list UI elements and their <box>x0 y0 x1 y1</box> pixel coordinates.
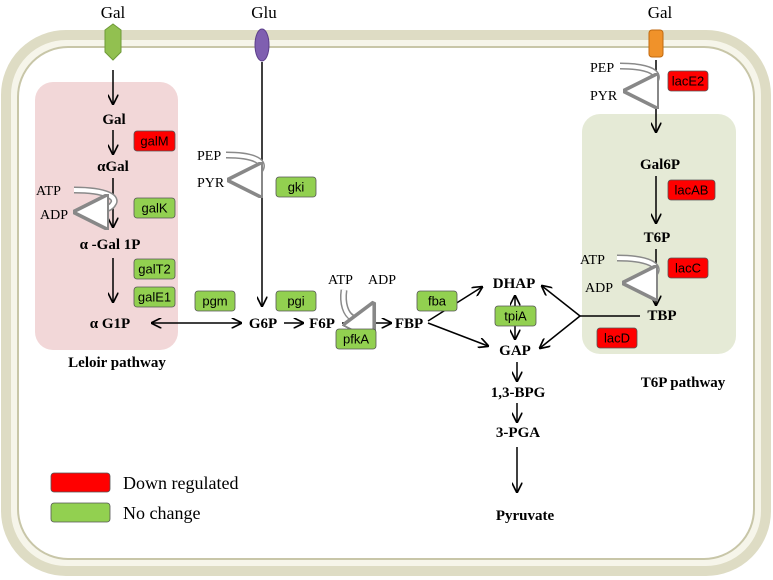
enzyme-label: galM <box>140 134 168 149</box>
metabolite-tbp: TBP <box>647 308 676 324</box>
cell-inner-membrane <box>17 46 755 560</box>
transporter-gal-right-label: Gal <box>648 3 673 22</box>
enzyme-label: lacE2 <box>672 74 705 89</box>
legend: Down regulated No change <box>50 472 238 523</box>
metabolite-g6p: G6P <box>249 316 277 332</box>
enzyme-galM[interactable]: galM <box>133 130 176 152</box>
arrow-tbp-to-dhap <box>542 286 581 317</box>
arrow-fbp-gap <box>427 322 488 346</box>
transporter-glu-label: Glu <box>251 3 277 22</box>
enzyme-galT2[interactable]: galT2 <box>133 258 176 280</box>
gal-transporter-left-icon <box>104 23 122 61</box>
pep-pyr-curve-glu-inner <box>225 153 264 180</box>
transporter-gal-left-label: Gal <box>101 3 126 22</box>
enzyme-lacE2[interactable]: lacE2 <box>667 70 709 92</box>
enzyme-gki[interactable]: gki <box>275 176 317 198</box>
metabolite-alpha-g1p: α G1P <box>90 316 130 332</box>
cofactor-adp-pfk: ADP <box>368 273 396 288</box>
enzyme-label: lacC <box>675 261 701 276</box>
pep-pyr-curve-lac-inner <box>619 64 656 91</box>
enzyme-pfkA[interactable]: pfkA <box>335 328 377 350</box>
metabolite-gap: GAP <box>499 343 531 359</box>
metabolite-gal: Gal <box>102 112 125 128</box>
enzyme-label: fba <box>428 294 447 309</box>
enzyme-label: pgi <box>287 294 304 309</box>
t6p-pathway-label: T6P pathway <box>641 375 726 391</box>
cofactor-pep-lac: PEP <box>590 61 614 76</box>
legend-swatch-down <box>50 472 111 493</box>
enzyme-lacAB[interactable]: lacAB <box>667 179 716 201</box>
enzyme-label: pgm <box>202 294 227 309</box>
cofactor-adp-leloir: ADP <box>40 208 68 223</box>
t6p-pathway-region <box>582 114 736 354</box>
cofactor-pyr-lac: PYR <box>590 89 618 104</box>
cofactor-adp-lacc: ADP <box>585 281 613 296</box>
enzyme-label: tpiA <box>504 309 527 324</box>
enzyme-label: galT2 <box>138 262 171 277</box>
leloir-pathway-label: Leloir pathway <box>68 355 166 371</box>
cofactor-pyr-glu: PYR <box>197 176 225 191</box>
atp-adp-curve-pfk-inner <box>341 289 371 319</box>
metabolite-dhap: DHAP <box>493 276 536 292</box>
cofactor-pep-glu: PEP <box>197 149 221 164</box>
enzyme-fba[interactable]: fba <box>416 290 458 312</box>
metabolite-bpg: 1,3-BPG <box>491 385 546 401</box>
enzyme-galE1[interactable]: galE1 <box>133 286 176 308</box>
enzyme-pgi[interactable]: pgi <box>275 290 317 312</box>
enzyme-label: lacAB <box>675 183 709 198</box>
metabolite-pga: 3-PGA <box>496 425 540 441</box>
enzyme-label: pfkA <box>343 332 369 347</box>
enzyme-galK[interactable]: galK <box>133 197 176 219</box>
atp-adp-curve-lacc-inner <box>616 256 659 283</box>
metabolite-alpha-gal-1p: α -Gal 1P <box>80 237 141 253</box>
enzyme-label: lacD <box>604 331 630 346</box>
enzyme-tpiA[interactable]: tpiA <box>494 305 537 327</box>
enzyme-boxes: galM galK galT2 galE1 gki pgm pgi pfkA f… <box>133 70 716 350</box>
enzyme-pgm[interactable]: pgm <box>194 290 236 312</box>
enzyme-label: galE1 <box>138 290 171 305</box>
legend-label-nochange: No change <box>123 503 200 523</box>
metabolite-f6p: F6P <box>309 316 335 332</box>
enzyme-label: gki <box>288 180 305 195</box>
enzyme-lacC[interactable]: lacC <box>667 257 709 279</box>
metabolite-pyruvate: Pyruvate <box>496 508 555 524</box>
metabolite-t6p: T6P <box>644 230 671 246</box>
metabolite-alpha-gal: αGal <box>97 159 129 175</box>
glu-transporter-icon <box>254 28 270 62</box>
cofactor-atp-lacc: ATP <box>580 253 605 268</box>
arrow-tbp-to-gap <box>540 315 581 348</box>
cofactor-atp-pfk: ATP <box>328 273 353 288</box>
enzyme-label: galK <box>141 201 167 216</box>
enzyme-lacD[interactable]: lacD <box>596 327 638 349</box>
legend-label-down: Down regulated <box>123 473 238 493</box>
metabolite-fbp: FBP <box>395 316 423 332</box>
metabolite-gal6p: Gal6P <box>640 157 680 173</box>
gal-transporter-right-icon <box>648 29 664 58</box>
legend-swatch-nochange <box>50 502 111 523</box>
cofactor-atp-leloir: ATP <box>36 184 61 199</box>
atp-adp-curve-leloir-inner <box>74 188 117 212</box>
